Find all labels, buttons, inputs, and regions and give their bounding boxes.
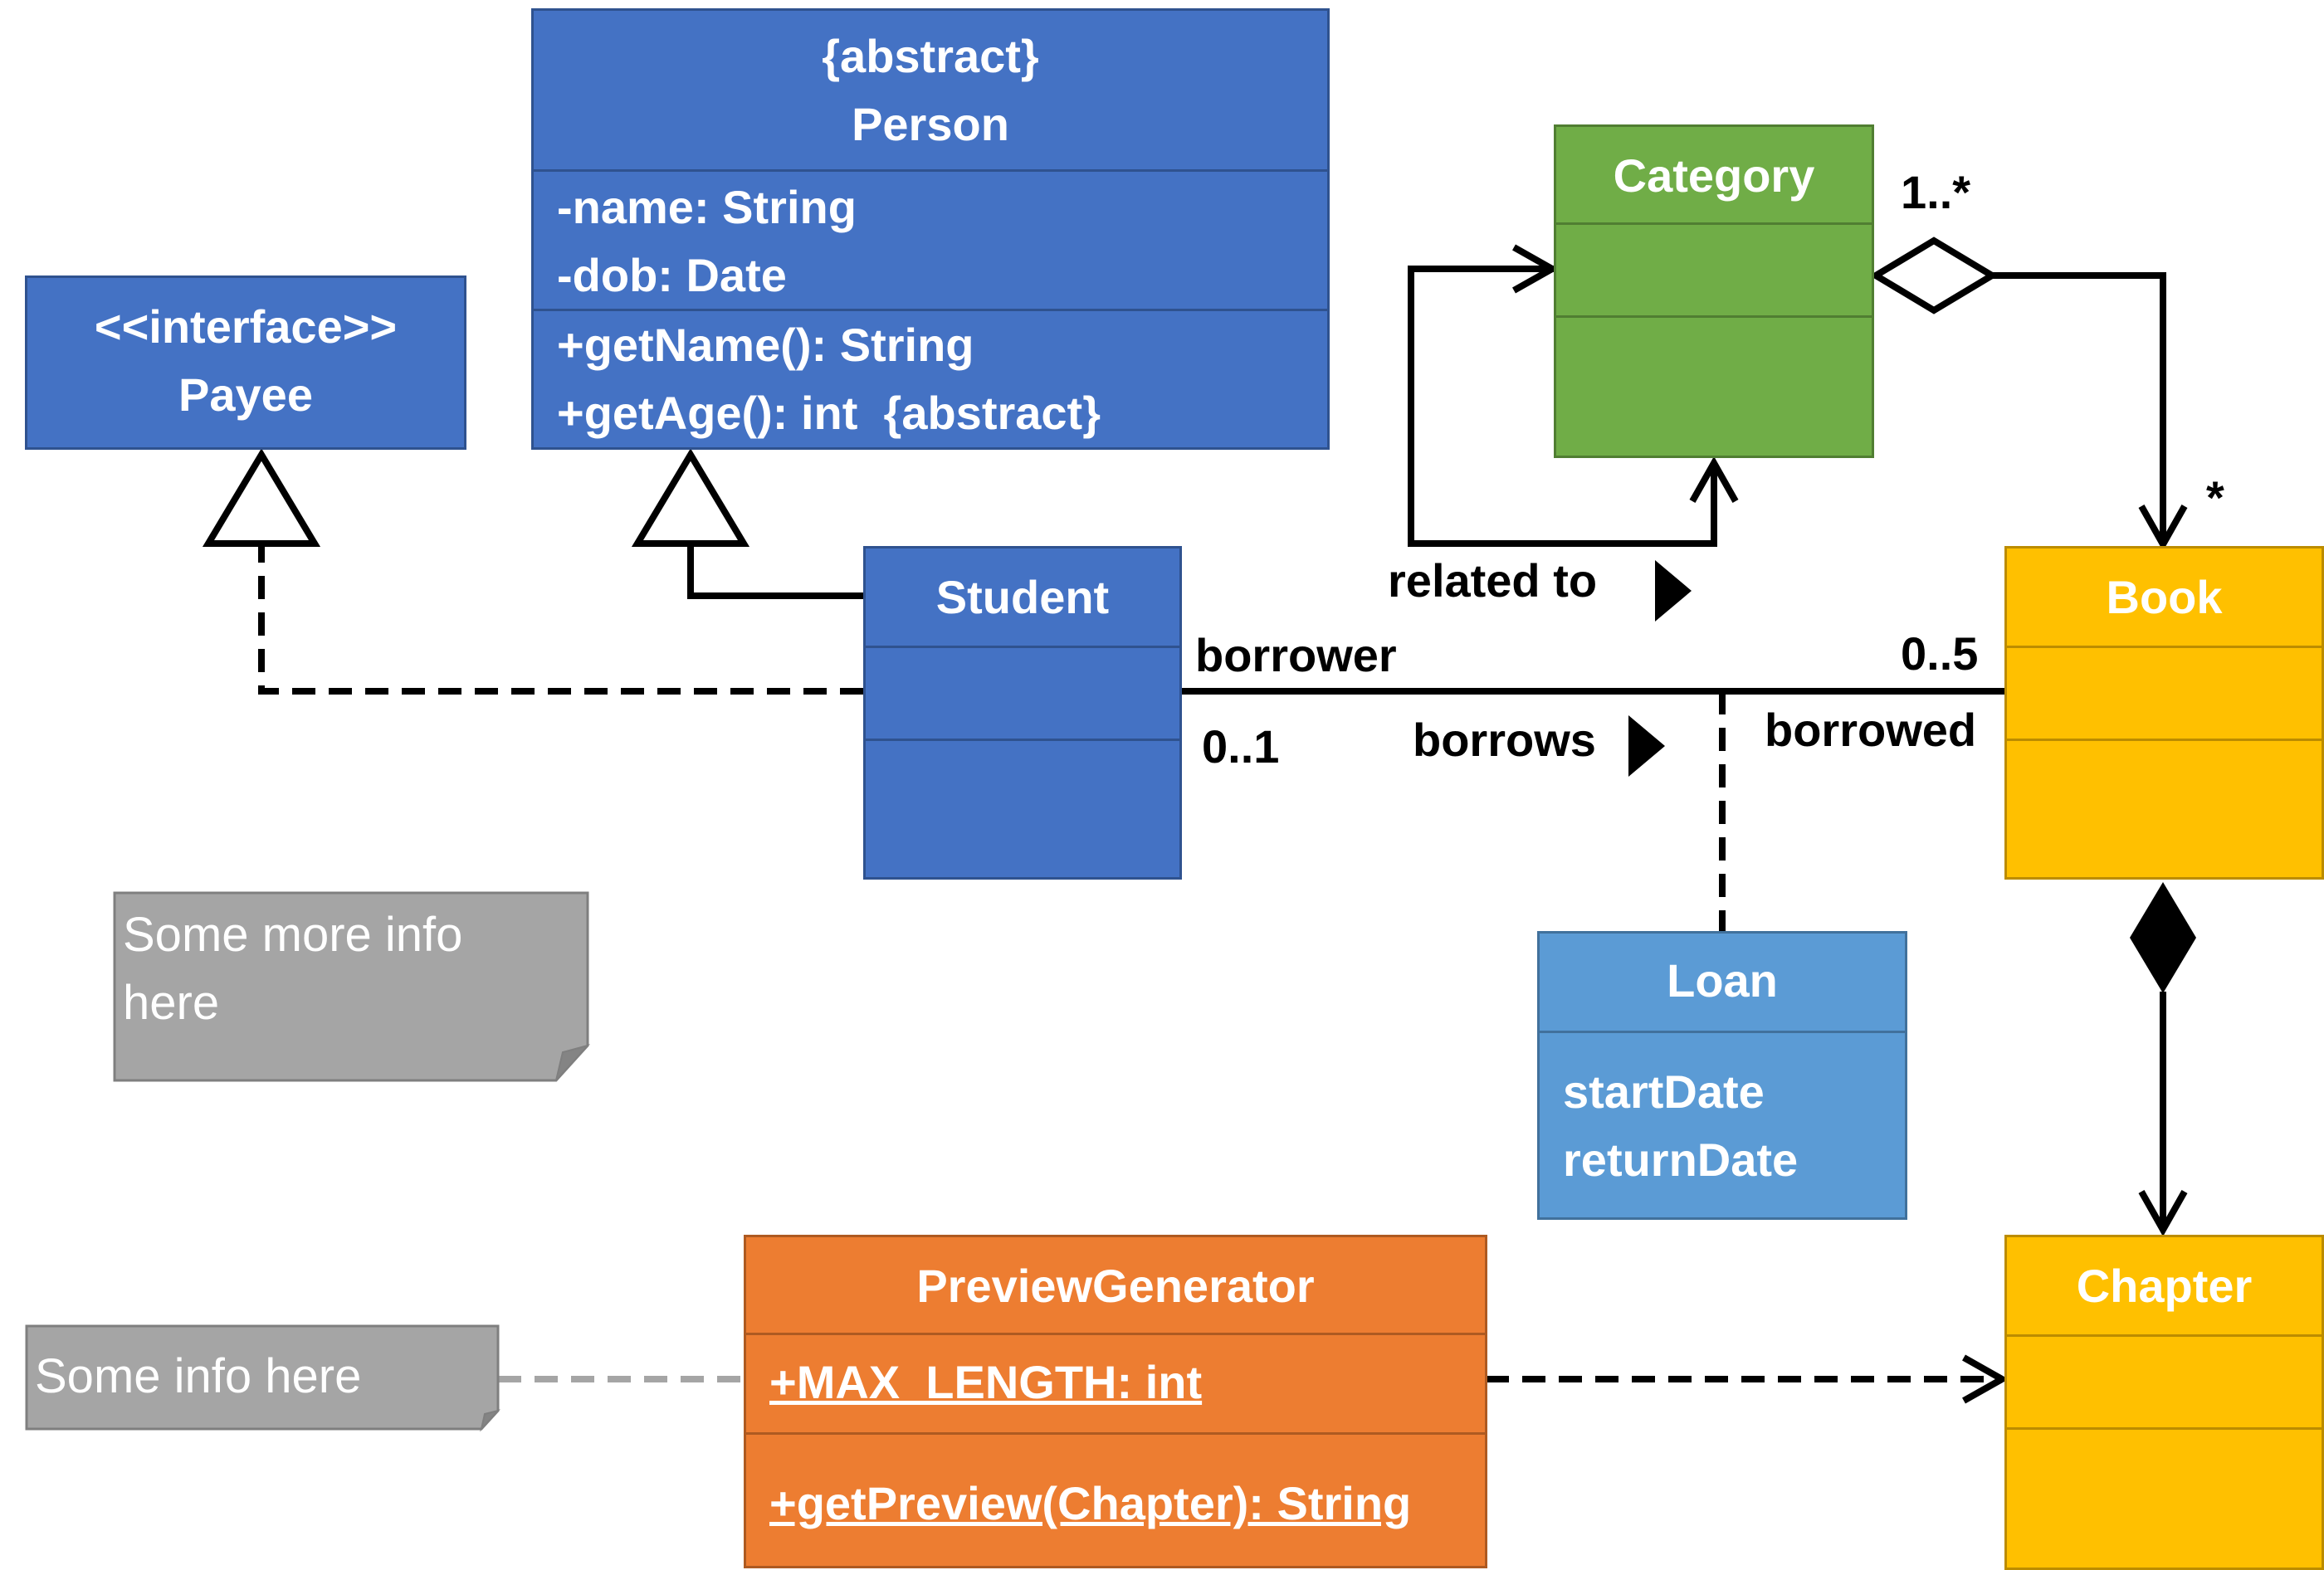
note-shape [113,891,591,1082]
note-more-info-text: Some more info here [123,908,463,1030]
category-multiplicity: 1..* [1901,166,1971,218]
category-self-arrowhead-top [1512,244,1560,294]
borrows-label: borrows [1413,714,1596,766]
generalization-arrowhead [631,448,750,547]
realization-arrowhead [202,448,321,547]
person-attribute: -name: String [557,181,857,233]
chapter-arrowhead [2138,1190,2188,1237]
class-book[interactable]: Book [2004,546,2324,880]
payee-name: Payee [178,368,313,421]
borrowed-multiplicity: 0..5 [1901,627,1979,680]
class-preview-generator[interactable]: PreviewGenerator +MAX_LENGTH: int +getPr… [744,1235,1487,1568]
student-name: Student [935,571,1110,623]
borrowed-role-label: borrowed [1765,704,1977,756]
loan-attribute: returnDate [1563,1134,1799,1186]
person-operation: +getName(): String [557,319,974,371]
category-self-arrowhead-bottom [1689,456,1739,503]
student-payee-realization [258,542,863,695]
class-category[interactable]: Category [1554,124,1874,458]
note-more-info[interactable]: Some more info here [113,891,591,1084]
note-info-text: Some info here [35,1349,362,1403]
preview-generator-attribute: +MAX_LENGTH: int [769,1356,1203,1408]
related-to-label: related to [1388,554,1598,607]
preview-generator-name: PreviewGenerator [916,1260,1315,1312]
book-name: Book [2106,571,2223,623]
class-loan[interactable]: Loan startDate returnDate [1537,931,1907,1220]
note-shape [25,1324,500,1432]
person-attribute: -dob: Date [557,249,787,301]
dependency-arrowhead [1962,1354,2009,1404]
class-student[interactable]: Student [863,546,1182,880]
borrows-direction-icon [1628,715,1665,777]
preview-generator-operation: +getPreview(Chapter): String [769,1477,1412,1529]
category-self-association [1408,266,1717,547]
student-person-generalization [687,542,863,599]
composition-diamond [2130,882,2196,993]
borrower-role-label: borrower [1195,629,1397,681]
related-to-direction-icon [1655,560,1692,622]
person-name: Person [852,98,1009,150]
loan-name: Loan [1667,954,1778,1007]
borrower-multiplicity: 0..1 [1202,720,1280,773]
class-person[interactable]: {abstract} Person -name: String -dob: Da… [531,8,1330,450]
book-multiplicity: * [2206,471,2224,524]
chapter-name: Chapter [2076,1260,2253,1312]
aggregation-diamond [1869,236,1999,314]
loan-attribute: startDate [1563,1065,1765,1118]
class-chapter[interactable]: Chapter [2004,1235,2324,1570]
note-info[interactable]: Some info here [25,1324,501,1432]
person-stereotype: {abstract} [822,30,1039,82]
payee-stereotype: <<interface>> [94,300,398,353]
person-operation: +getAge(): int {abstract} [557,387,1101,439]
category-book-aggregation [1992,272,2166,544]
book-arrowhead [2138,505,2188,552]
category-name: Category [1613,149,1815,202]
class-payee[interactable]: <<interface>> Payee [25,275,466,450]
